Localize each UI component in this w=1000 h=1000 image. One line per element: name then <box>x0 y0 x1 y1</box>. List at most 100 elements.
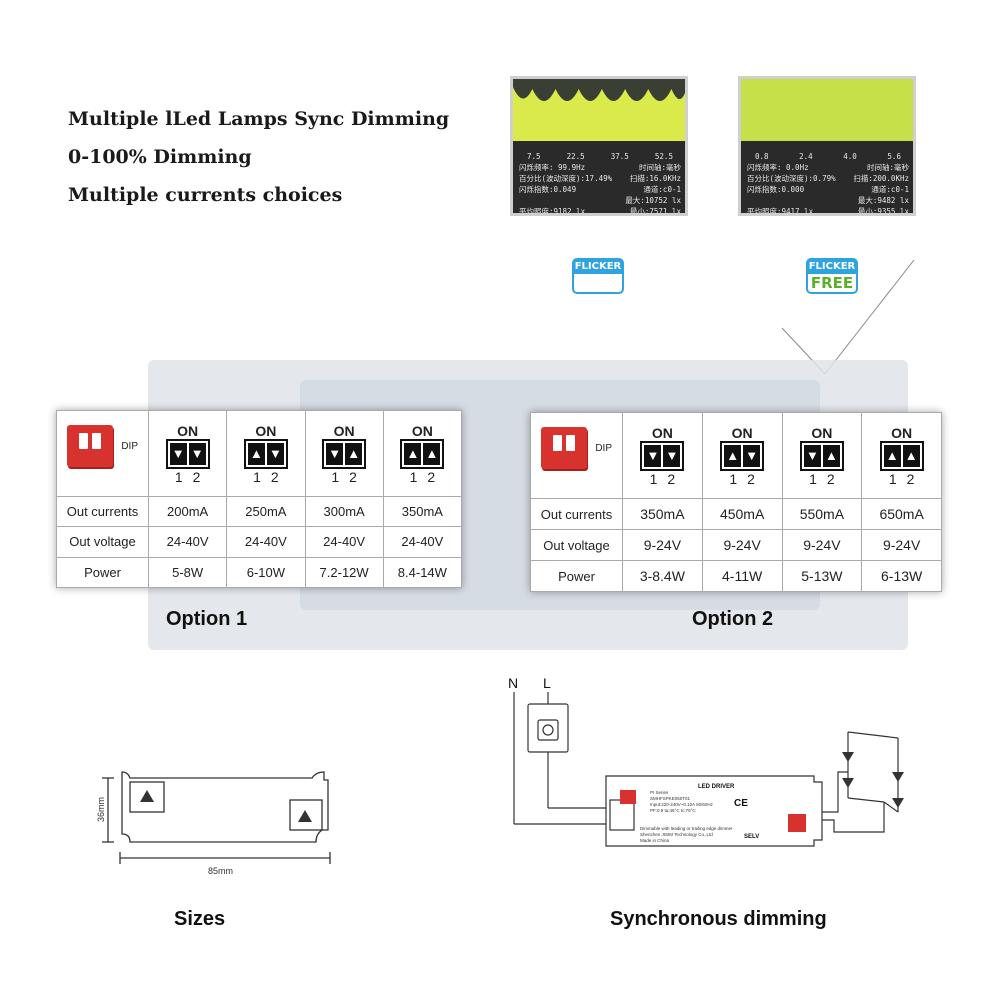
option1-caption: Option 1 <box>166 608 248 630</box>
dip-number: 1 <box>174 468 183 485</box>
driver-spec: Input:220-240V~0.10A 50/60Hz <box>650 802 714 807</box>
driver-footnote: Made in China <box>640 838 670 843</box>
arrow-down-icon: ▼ <box>803 444 821 467</box>
scope-value: 扫描:200.0KHz <box>853 174 909 183</box>
power-value: 5-13W <box>781 560 863 592</box>
scope-value: 通道:c0-1 <box>871 185 909 194</box>
feature-dimming-range: 0-100% Dimming <box>68 146 252 168</box>
power-value: 5-8W <box>147 556 228 589</box>
scope-value: 最小:9355 lx <box>857 207 909 216</box>
arrow-up-icon: ▲ <box>345 442 363 465</box>
dip-label: DIP <box>595 443 612 454</box>
scope-value: 扫描:16.0KHz <box>629 174 681 183</box>
dip-on-label: ON <box>891 424 913 441</box>
dip-number: 2 <box>826 470 835 487</box>
driver-title: LED DRIVER <box>698 784 735 790</box>
height-dimension: 36mm <box>96 797 106 822</box>
sync-caption: Synchronous dimming <box>610 908 827 930</box>
arrow-up-icon: ▲ <box>423 442 441 465</box>
dip-number: 2 <box>192 468 201 485</box>
arrow-down-icon: ▼ <box>644 444 662 467</box>
arrow-down-icon: ▼ <box>743 444 761 467</box>
driver-footnote: Dimmable with leading or trailing edge d… <box>640 826 733 831</box>
dip-chip-icon <box>67 425 113 467</box>
current-value: 250mA <box>226 495 306 528</box>
arrow-down-icon: ▼ <box>326 442 344 465</box>
voltage-value: 24-40V <box>304 526 384 558</box>
dip-on-label: ON <box>255 422 277 439</box>
flicker-badge: FLICKER <box>572 258 624 294</box>
led-icon <box>892 798 904 808</box>
width-dimension: 85mm <box>208 866 233 876</box>
row-label-power: Power <box>530 560 623 592</box>
row-label-power: Power <box>56 556 149 589</box>
dip-chip-icon <box>541 427 587 469</box>
scope-value: 闪烁指数:0.000 <box>747 185 805 194</box>
scope-tick: 0.8 <box>755 152 769 161</box>
dip-number: 2 <box>427 468 436 485</box>
power-value: 6-10W <box>226 556 306 589</box>
scope-tick: 4.0 <box>843 152 857 161</box>
power-value: 6-13W <box>861 560 942 592</box>
arrow-down-icon: ▼ <box>188 442 206 465</box>
driver-footnote: Shenzhen JISIM Technology Co.,Ltd <box>640 832 713 837</box>
led-icon <box>842 752 854 762</box>
scope-value: 闪烁指数:0.049 <box>519 185 577 194</box>
power-value: 7.2-12W <box>304 556 384 589</box>
row-label-currents: Out currents <box>56 495 149 528</box>
scope-value: 平均照度:9182 lx <box>519 207 586 216</box>
scope-tick: 22.5 <box>566 152 585 161</box>
dip-number: 1 <box>729 470 738 487</box>
current-value: 450mA <box>701 498 783 530</box>
feature-list: Multiple lLed Lamps Sync Dimming 0-100% … <box>68 100 449 214</box>
voltage-value: 9-24V <box>622 529 703 561</box>
flicker-free-badge-top: FLICKER <box>808 260 856 274</box>
dip-on-label: ON <box>177 422 199 439</box>
dip-number: 2 <box>667 470 676 487</box>
scope-value: 通道:c0-1 <box>643 185 681 194</box>
row-label-voltage: Out voltage <box>530 529 623 561</box>
voltage-value: 9-24V <box>781 529 863 561</box>
feature-current-choices: Multiple currents choices <box>68 184 343 206</box>
scope-value: 最大:10752 lx <box>625 196 681 205</box>
size-drawing: 36mm 85mm <box>96 771 331 876</box>
current-value: 200mA <box>147 495 228 528</box>
dip-number: 1 <box>253 468 261 485</box>
dip-on-label: ON <box>411 422 433 439</box>
scope-value: 最小:7571 lx <box>629 207 681 216</box>
arrow-up-icon: ▲ <box>822 444 840 467</box>
neutral-label: N <box>508 675 518 691</box>
dip-number: 1 <box>888 470 897 487</box>
driver-spec: PF:0.9 ta:45°C tc:75°C <box>650 808 696 813</box>
scope-tick: 37.5 <box>610 152 629 161</box>
current-value: 350mA <box>622 498 703 530</box>
flicker-waveform <box>513 79 685 141</box>
dip-on-label: ON <box>651 424 673 441</box>
scope-value: 闪烁频率: 0.0Hz <box>747 163 809 172</box>
dip-number: 2 <box>270 468 279 485</box>
ce-mark: CE <box>734 798 748 809</box>
led-icon <box>892 772 904 782</box>
dip-switch-image: DIP <box>530 412 623 499</box>
scope-tick: 7.5 <box>527 152 541 161</box>
scope-value: 时间轴:毫秒 <box>638 163 681 172</box>
dip-number: 1 <box>649 470 658 487</box>
arrow-down-icon: ▼ <box>169 442 187 465</box>
dip-number: 1 <box>409 468 418 485</box>
driver-spec: PI Series <box>650 790 669 795</box>
feature-sync-dimming: Multiple lLed Lamps Sync Dimming <box>68 108 450 130</box>
dip-number: 2 <box>349 468 357 485</box>
scope-value: 最大:9482 lx <box>857 196 909 205</box>
scope-tick: 2.4 <box>799 152 813 161</box>
dip-number: 1 <box>331 468 340 485</box>
scope-value: 百分比(波动深度):0.79% <box>747 174 836 183</box>
dip-number: 2 <box>906 470 915 487</box>
scope-value: 百分比(波动深度):17.49% <box>519 174 613 183</box>
